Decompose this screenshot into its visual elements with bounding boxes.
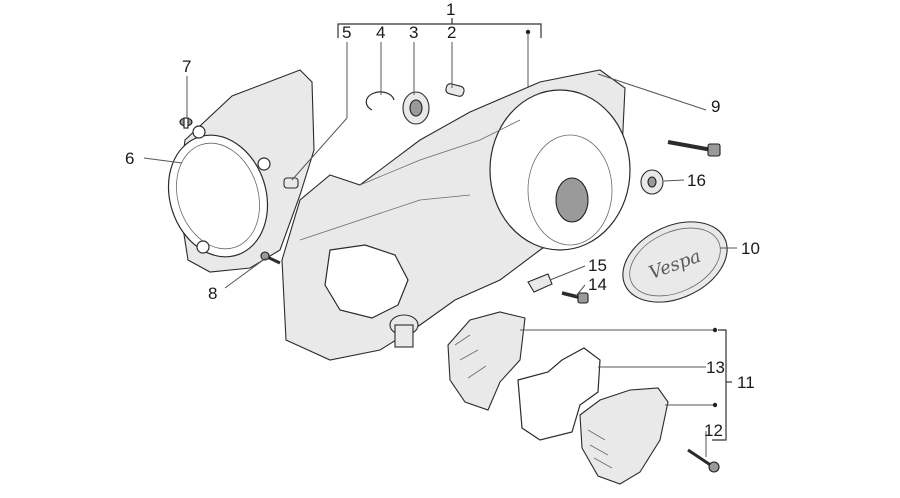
part-1-transmission-cover [281, 69, 631, 361]
callout-11: 11 [737, 373, 755, 392]
part-9-bolt [667, 140, 721, 157]
callout-15: 15 [588, 256, 607, 275]
part-8-screw [260, 251, 281, 265]
part-2-pin [445, 83, 465, 97]
part-5-dowel [283, 177, 299, 189]
callout-4: 4 [376, 23, 385, 42]
leader-5b [291, 117, 348, 181]
leader-14 [575, 284, 586, 297]
callout-14: 14 [588, 275, 607, 294]
part-12-screw [687, 448, 720, 473]
part-16-grommet [640, 169, 664, 195]
callout-5: 5 [342, 23, 351, 42]
callout-16: 16 [687, 171, 706, 190]
part-15-clip [527, 273, 553, 293]
callout-8: 8 [208, 284, 217, 303]
leader-9 [597, 73, 707, 111]
part-10-badge-cover: Vespa [622, 221, 728, 303]
callout-11-bracket [520, 327, 732, 441]
part-11-air-duct-outer [579, 387, 669, 485]
part-6-shield-plate [167, 69, 315, 273]
callout-7: 7 [182, 57, 191, 76]
leader-16 [663, 179, 685, 182]
part-11-air-duct-inner [447, 311, 526, 411]
callout-12: 12 [704, 421, 723, 440]
callout-1-bracket [337, 18, 542, 88]
part-7-screw [179, 117, 193, 129]
leader-8 [224, 257, 267, 289]
callout-3: 3 [409, 23, 418, 42]
callout-13: 13 [706, 358, 725, 377]
callout-9: 9 [711, 97, 720, 116]
part-4-circlip [365, 91, 395, 111]
part-3-bearing [402, 91, 430, 125]
part-14-bolt [561, 291, 589, 304]
callout-6: 6 [125, 149, 134, 168]
leader-6 [143, 157, 183, 164]
leader-15 [549, 265, 586, 281]
callout-1: 1 [446, 0, 455, 19]
callout-10: 10 [741, 239, 760, 258]
part-13-filter-element [517, 347, 601, 441]
callout-2: 2 [447, 23, 456, 42]
